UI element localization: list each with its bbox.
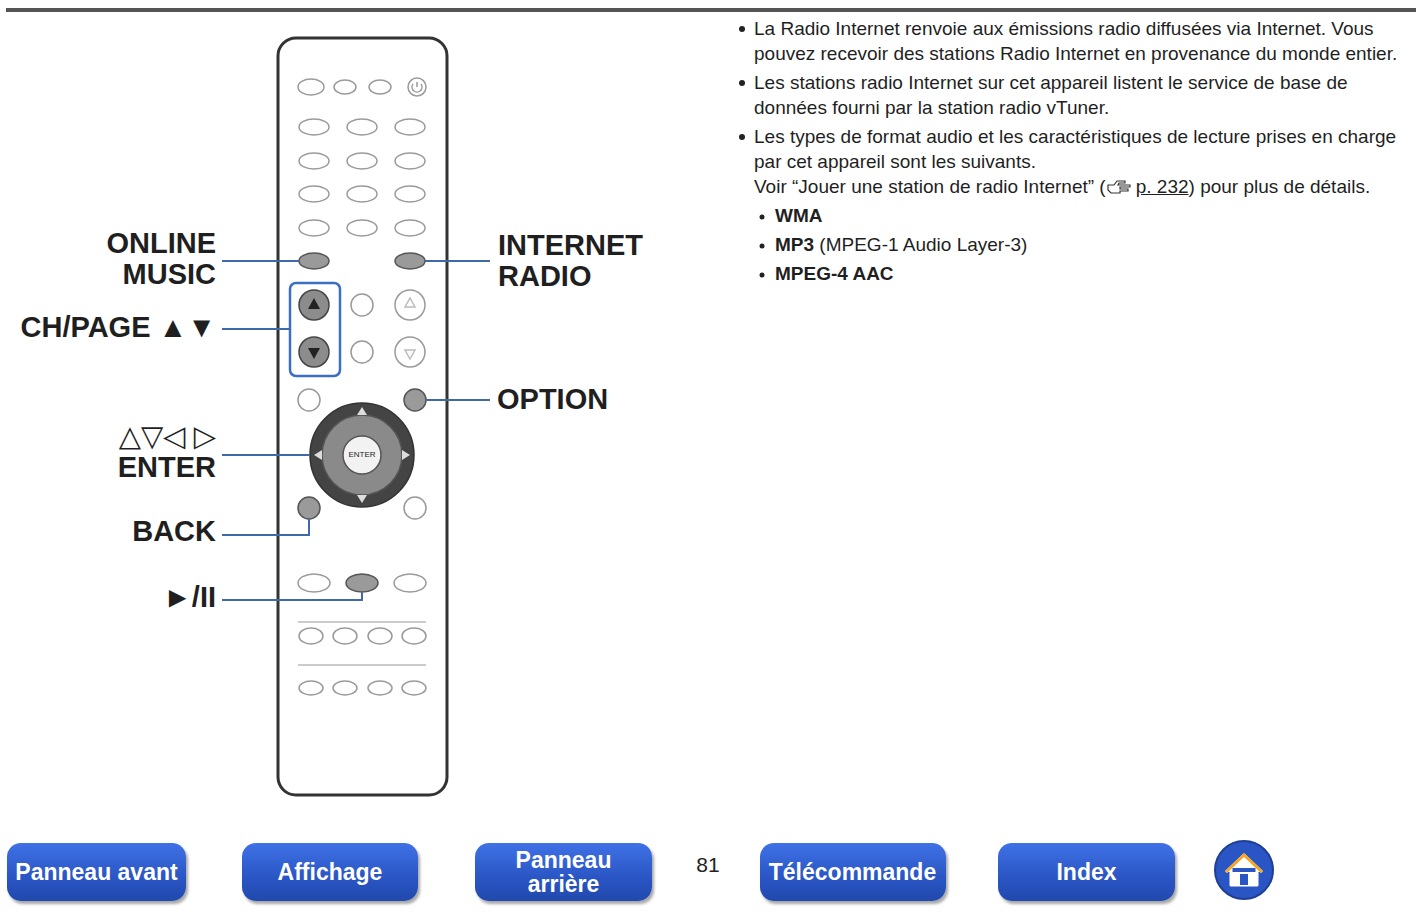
- bullet-dot: [738, 133, 746, 141]
- home-icon: [1215, 841, 1273, 899]
- bullet-dot: [758, 271, 766, 279]
- format-item: WMA: [738, 203, 1406, 228]
- button-label: Index: [1056, 860, 1116, 884]
- button-label: Panneau avant: [15, 860, 177, 884]
- format-item: MP3 (MPEG-1 Audio Layer-3): [738, 232, 1406, 257]
- reference-text: Voir “Jouer une station de radio Interne…: [754, 176, 1106, 197]
- nav-button: Panneau arrière: [475, 843, 652, 901]
- bullet-dot: [738, 79, 746, 87]
- leader-lines: [222, 261, 490, 600]
- callout-label: △▽◁ ▷ ENTER: [86, 421, 216, 483]
- format-name: MP3: [775, 234, 814, 255]
- text-column: La Radio Internet renvoie aux émissions …: [738, 16, 1406, 290]
- button-text: ENTER: [342, 449, 382, 460]
- top-rule: [6, 8, 1416, 12]
- bullet-item: Les types de format audio et les caracté…: [738, 124, 1406, 199]
- callout-label: ►/II: [76, 582, 216, 613]
- nav-button: Affichage: [242, 843, 418, 901]
- nav-button: Index: [998, 843, 1175, 901]
- pointing-hand-icon: [1107, 179, 1133, 195]
- page-number: 81: [690, 853, 726, 877]
- callout-label: BACK: [76, 516, 216, 547]
- callout-label: OPTION: [497, 384, 677, 415]
- format-item: MPEG-4 AAC: [738, 261, 1406, 286]
- button-label: Affichage: [278, 860, 383, 884]
- format-name: WMA: [775, 205, 822, 226]
- button-label: Télécommande: [769, 860, 936, 884]
- callout-label: INTERNET RADIO: [498, 230, 678, 292]
- paragraph: La Radio Internet renvoie aux émissions …: [754, 16, 1406, 66]
- callout-label: CH/PAGE ▲▼: [0, 312, 216, 343]
- cross-reference: Voir “Jouer une station de radio Interne…: [754, 174, 1406, 199]
- reference-text: ) pour plus de détails.: [1189, 176, 1371, 197]
- nav-button: Télécommande: [760, 843, 946, 901]
- bullet-dot: [758, 213, 766, 221]
- callout-label: ONLINE MUSIC: [66, 228, 216, 290]
- nav-button: Panneau avant: [7, 843, 186, 901]
- bullet-dot: [738, 25, 746, 33]
- bullet-item: Les stations radio Internet sur cet appa…: [738, 70, 1406, 120]
- remote-control: [278, 38, 447, 795]
- paragraph: Les types de format audio et les caracté…: [754, 124, 1406, 174]
- bullet-dot: [758, 242, 766, 250]
- page-link: p. 232: [1136, 176, 1189, 197]
- paragraph: Les stations radio Internet sur cet appa…: [754, 70, 1406, 120]
- bullet-item: La Radio Internet renvoie aux émissions …: [738, 16, 1406, 66]
- button-label: Panneau arrière: [509, 848, 619, 896]
- format-name: MPEG-4 AAC: [775, 263, 894, 284]
- format-detail: (MPEG-1 Audio Layer-3): [819, 234, 1027, 255]
